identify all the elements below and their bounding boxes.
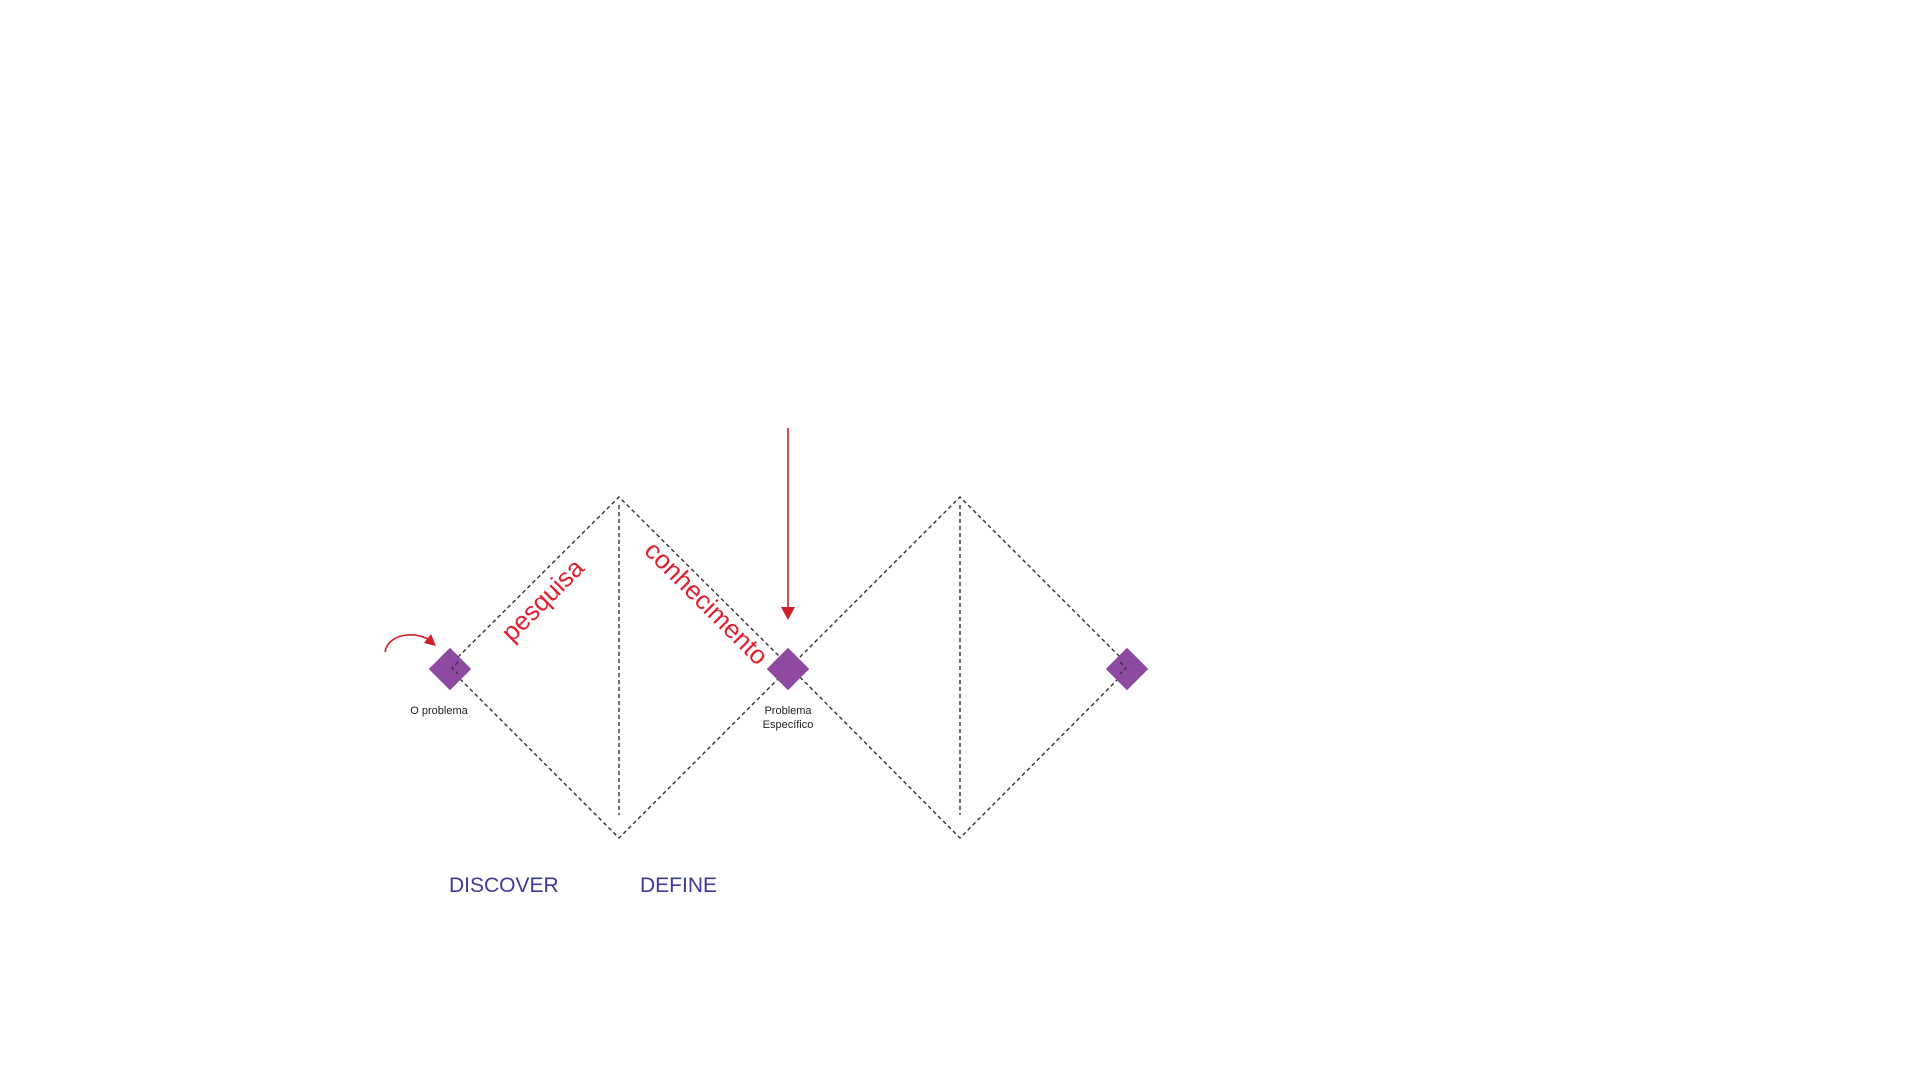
- start-node-label: O problema: [410, 705, 468, 717]
- start-node: [428, 647, 472, 691]
- end-node-mark: [1119, 661, 1127, 675]
- curved-arrow-icon: [384, 634, 433, 653]
- down-arrow-head-icon: [781, 607, 795, 620]
- end-node: [1105, 647, 1149, 691]
- knowledge-annotation: conhecimento: [639, 535, 775, 671]
- phase-define-label: DEFINE: [640, 874, 717, 897]
- start-node-mark: [451, 661, 459, 675]
- phase-discover-label: DISCOVER: [449, 874, 559, 897]
- middle-node-label-line1: Problema: [764, 705, 812, 717]
- curved-arrow-head-icon: [424, 634, 436, 646]
- research-annotation: pesquisa: [495, 552, 590, 647]
- middle-node-label-line2: Específico: [763, 719, 814, 731]
